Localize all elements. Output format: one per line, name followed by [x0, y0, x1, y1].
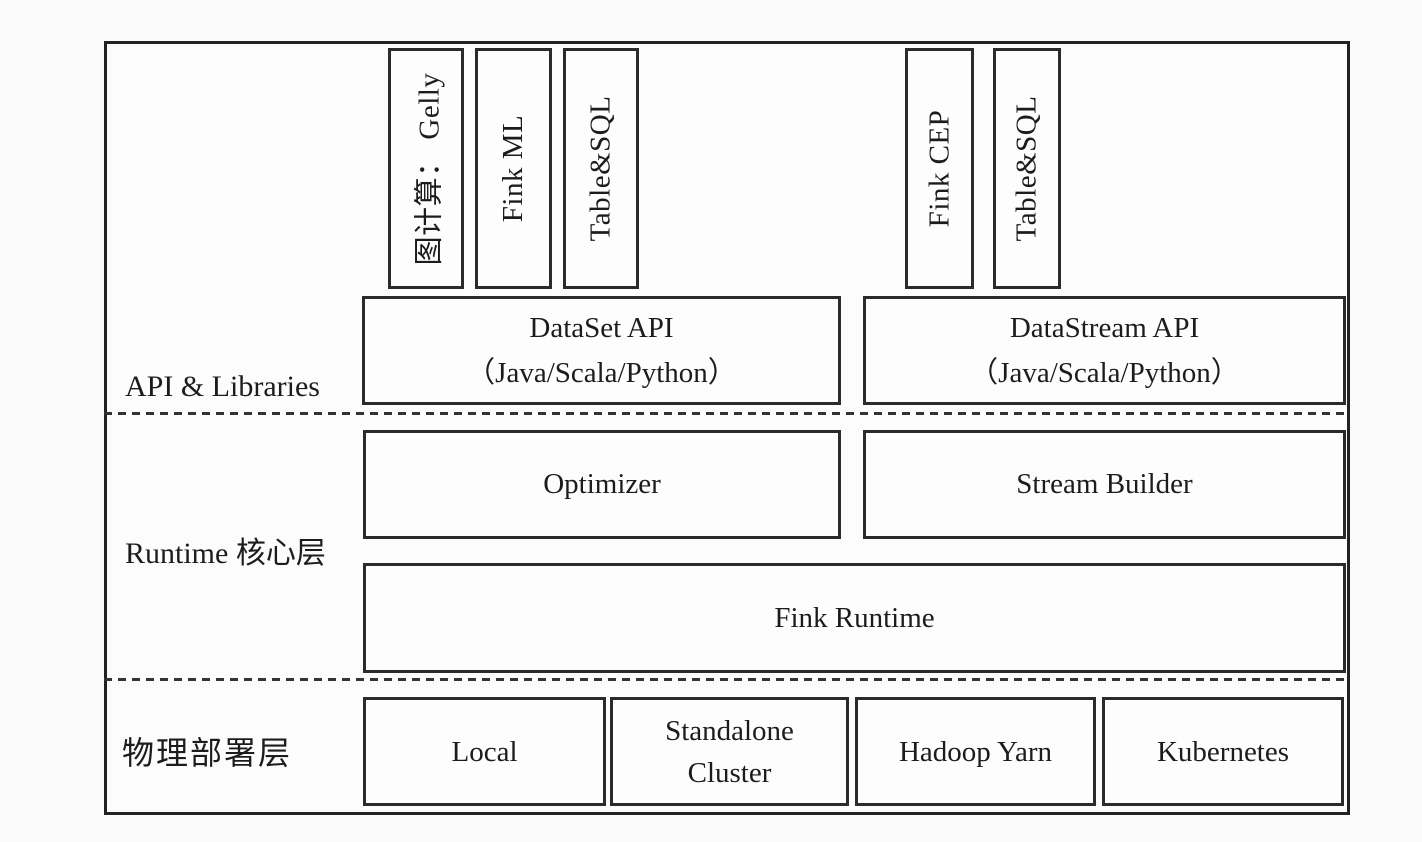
library-box-table-sql-left: Table&SQL [563, 48, 639, 289]
fink-runtime-label: Fink Runtime [774, 601, 935, 634]
deploy-box-standalone-cluster: Standalone Cluster [610, 697, 849, 806]
library-box-gelly: 图计算： Gelly [388, 48, 464, 289]
deploy-box-standalone-line1: Standalone [665, 714, 794, 747]
deploy-box-hadoop-yarn-label: Hadoop Yarn [898, 735, 1053, 768]
datastream-api-box: DataStream API （Java/Scala/Python） [863, 296, 1346, 405]
datastream-api-line1: DataStream API [1009, 311, 1200, 344]
section-label-physical-deploy: 物理部署层 [122, 735, 293, 771]
deploy-box-standalone-line2: Cluster [687, 756, 772, 789]
library-box-table-sql-right: Table&SQL [993, 48, 1061, 289]
optimizer-label: Optimizer [543, 468, 661, 500]
optimizer-box: Optimizer [363, 430, 841, 539]
section-label-runtime-core: Runtime 核心层 [125, 537, 326, 570]
library-box-gelly-label: 图计算： Gelly [413, 72, 445, 265]
section-label-api-libraries: API & Libraries [125, 370, 320, 403]
library-box-fink-cep-label: Fink CEP [923, 109, 955, 228]
dashed-separator-api-runtime [104, 412, 1350, 415]
library-box-table-sql-left-label: Table&SQL [584, 95, 617, 242]
stream-builder-label: Stream Builder [1016, 468, 1193, 500]
datastream-api-line2: （Java/Scala/Python） [969, 356, 1240, 389]
library-box-fink-cep: Fink CEP [905, 48, 974, 289]
stream-builder-box: Stream Builder [863, 430, 1346, 539]
dashed-separator-runtime-deploy [104, 678, 1350, 681]
library-box-fink-ml-label: Fink ML [497, 114, 529, 223]
deploy-box-kubernetes-label: Kubernetes [1156, 735, 1290, 768]
diagram-outer-border [104, 41, 1350, 815]
fink-runtime-box: Fink Runtime [363, 563, 1346, 673]
deploy-box-kubernetes: Kubernetes [1102, 697, 1344, 806]
deploy-box-hadoop-yarn: Hadoop Yarn [855, 697, 1096, 806]
dataset-api-line2: （Java/Scala/Python） [466, 356, 737, 389]
library-box-table-sql-right-label: Table&SQL [1010, 95, 1043, 242]
library-box-fink-ml: Fink ML [475, 48, 552, 289]
dataset-api-box: DataSet API （Java/Scala/Python） [362, 296, 841, 405]
deploy-box-local: Local [363, 697, 606, 806]
dataset-api-line1: DataSet API [529, 311, 674, 344]
deploy-box-local-label: Local [451, 735, 518, 768]
